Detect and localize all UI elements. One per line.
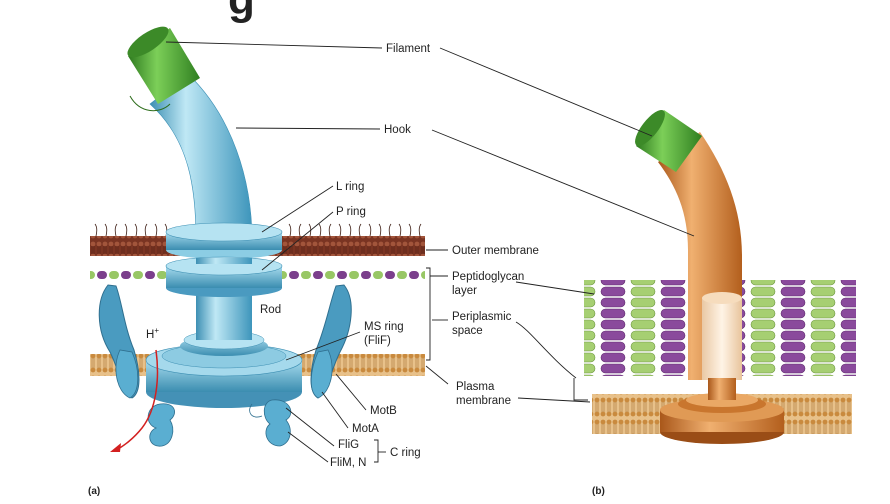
label-p-ring: P ring (336, 206, 366, 218)
label-c-ring: C ring (390, 447, 421, 459)
label-hook: Hook (384, 124, 411, 136)
lps-chains (94, 223, 422, 237)
label-plasma-2: membrane (456, 395, 511, 407)
label-periplasmic-1: Periplasmic (452, 311, 512, 323)
label-l-ring: L ring (336, 181, 364, 193)
rod-b-pale (702, 298, 742, 380)
label-periplasmic-2: space (452, 325, 483, 337)
label-peptidoglycan-2: layer (452, 285, 477, 297)
proton-arrow-head (110, 443, 121, 452)
proton-flow-arrow (115, 349, 159, 451)
panel-label-b: (b) (592, 486, 605, 497)
label-flim: FliM, N (330, 457, 366, 469)
label-rod: Rod (260, 304, 281, 316)
panel-a-illustration (90, 26, 425, 452)
label-flig: FliG (338, 439, 359, 451)
leader-lines (165, 41, 695, 463)
label-mota: MotA (352, 423, 379, 435)
label-plasma-1: Plasma (456, 381, 495, 393)
mota-protein (310, 349, 333, 399)
label-ms-ring-1: MS ring (364, 321, 404, 333)
label-h-plus: H+ (146, 326, 159, 341)
filament-tip-a (127, 26, 169, 58)
c-ring-left (147, 403, 175, 447)
panel-b-illustration (584, 109, 856, 444)
label-ms-ring-2: (FliF) (364, 335, 391, 347)
mota-left (115, 349, 139, 399)
label-peptidoglycan-1: Peptidoglycan (452, 271, 524, 283)
label-motb: MotB (370, 405, 397, 417)
c-ring-right (263, 399, 292, 447)
panel-label-a: (a) (88, 486, 100, 497)
label-filament: Filament (386, 43, 431, 55)
filament-base-a (129, 95, 171, 112)
title-fragment: g (228, 0, 255, 24)
label-outer-membrane: Outer membrane (452, 245, 539, 257)
